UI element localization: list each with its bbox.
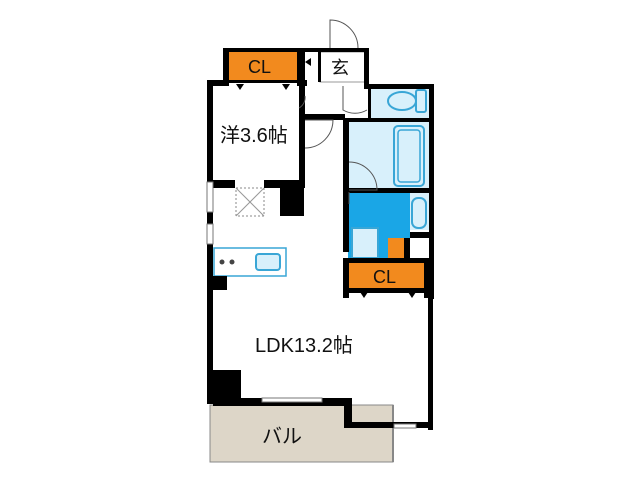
closet-door-marks bbox=[236, 58, 416, 298]
entrance-label: 玄 bbox=[331, 58, 349, 79]
balcony-area bbox=[209, 404, 394, 463]
washbasin bbox=[411, 197, 427, 229]
entrance-floor bbox=[319, 51, 367, 83]
pipe-shaft-cross-b bbox=[235, 187, 265, 217]
closet-top bbox=[227, 52, 299, 82]
closet-top-label: CL bbox=[248, 57, 271, 77]
stove-burner-right bbox=[229, 259, 235, 265]
bathtub-inner bbox=[397, 129, 421, 183]
closet-mid-label: CL bbox=[373, 267, 396, 287]
closet-mid bbox=[348, 262, 430, 290]
western-room-label: 洋3.6帖 bbox=[220, 124, 288, 147]
door-swings bbox=[298, 19, 378, 204]
toilet-bowl bbox=[387, 91, 417, 111]
washing-machine bbox=[351, 227, 379, 259]
bathtub bbox=[393, 125, 425, 187]
balcony-label: バル bbox=[262, 426, 302, 448]
windows bbox=[206, 181, 417, 429]
toilet-tank bbox=[415, 89, 427, 113]
ldk-label: LDK13.2帖 bbox=[255, 334, 353, 357]
kitchen-sink bbox=[255, 253, 281, 271]
stove-burner-left bbox=[219, 259, 225, 265]
